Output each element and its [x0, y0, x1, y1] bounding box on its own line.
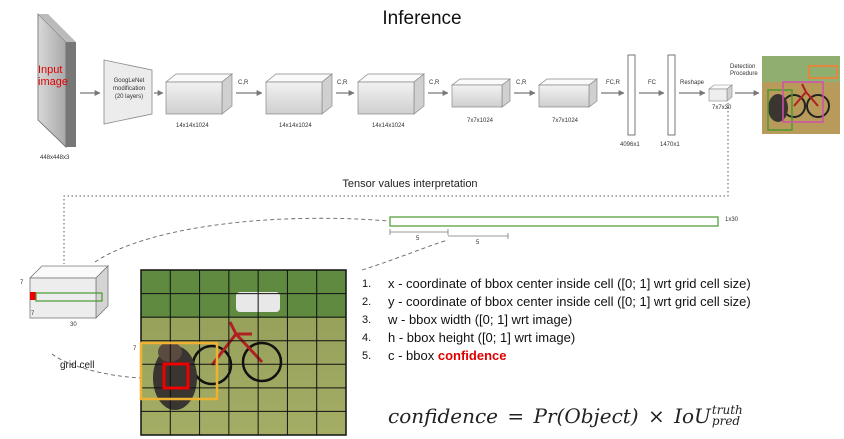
detection-result-image [762, 56, 840, 134]
arrow-label-2: C,R [337, 80, 348, 86]
formula-times: × [647, 404, 665, 428]
input-image-label: Input image [38, 64, 68, 88]
arrow-label-5: FC,R [606, 80, 620, 86]
layer-box-1 [165, 73, 233, 115]
formula-pr: Pr(Object) [533, 404, 639, 428]
layer-3-size: 14x14x1024 [372, 123, 405, 129]
formula-sub: pred [711, 413, 741, 428]
list-item: 3. w - bbox width ([0; 1] wrt image) [362, 312, 802, 328]
layer-2-size: 14x14x1024 [279, 123, 312, 129]
formula-iou: IoU [674, 404, 711, 428]
tensor-interpretation-title: Tensor values interpretation [342, 178, 478, 190]
list-number: 1. [362, 278, 372, 290]
list-text: y - coordinate of bbox center inside cel… [388, 294, 751, 309]
yellow-bbox [139, 341, 219, 401]
conv-layer-boxes [165, 73, 599, 115]
googlenet-label: GoogLeNet modification (20 layers) [112, 78, 145, 100]
fc-bar-4096 [627, 54, 636, 136]
layer-5-size: 7x7x1024 [552, 118, 579, 124]
grid-cell-label: grid cell [60, 360, 95, 371]
vector-1x30 [389, 216, 719, 239]
output-size: 7x7x30 [712, 105, 732, 111]
arrow-label-4: C,R [516, 80, 527, 86]
list-text: x - coordinate of bbox center inside cel… [388, 276, 751, 291]
arrow-label-7: Reshape [680, 80, 705, 86]
layer-4-size: 7x7x1024 [467, 118, 494, 124]
list-text: w - bbox width ([0; 1] wrt image) [388, 312, 573, 327]
list-item: 1. x - coordinate of bbox center inside … [362, 276, 802, 292]
red-grid-cell [162, 362, 190, 390]
vector-size-label: 1x30 [725, 217, 739, 223]
tensor-box-small [29, 265, 109, 319]
layer-box-5 [537, 78, 599, 108]
arrow-label-1: C,R [238, 80, 249, 86]
tensor-small-h: 7 [20, 280, 24, 286]
grid-size-label: 7 [133, 346, 137, 352]
input-size-label: 448x448x3 [40, 155, 70, 161]
list-item: 4. h - bbox height ([0; 1] wrt image) [362, 330, 802, 346]
input-image-slab [37, 13, 76, 148]
vector-seg1-label: 5 [416, 236, 420, 242]
fc-1-size: 4096x1 [620, 142, 640, 148]
fc-layers [627, 54, 676, 136]
googlenet-block [103, 59, 153, 125]
arrow-label-6: FC [648, 80, 656, 86]
layer-box-2 [265, 73, 333, 115]
fc-bar-1470 [667, 54, 676, 136]
formula-lhs: confidence [388, 404, 499, 428]
tensor-values-list: 1. x - coordinate of bbox center inside … [362, 276, 802, 366]
detection-procedure-label: Detection Procedure [730, 64, 758, 77]
dotted-connectors [63, 103, 729, 264]
list-item: 5. c - bbox confidence [362, 348, 802, 364]
confidence-highlight: confidence [437, 348, 507, 363]
arrow-label-3: C,R [429, 80, 440, 86]
list-number: 2. [362, 296, 372, 308]
formula-sup: truth [711, 402, 743, 417]
list-number: 3. [362, 314, 372, 326]
list-item: 2. y - coordinate of bbox center inside … [362, 294, 802, 310]
layer-box-4 [450, 78, 512, 108]
list-number: 4. [362, 332, 372, 344]
formula-equals: = [507, 404, 525, 428]
tensor-small-w: 7 [31, 311, 35, 317]
vector-seg2-label: 5 [476, 240, 480, 246]
list-number: 5. [362, 350, 372, 362]
tensor-small-d: 30 [70, 322, 77, 328]
list-text: h - bbox height ([0; 1] wrt image) [388, 330, 576, 345]
grid-image [141, 270, 346, 435]
layer-box-3 [357, 73, 425, 115]
output-tensor-box [708, 84, 733, 102]
fc-2-size: 1470x1 [660, 142, 680, 148]
layer-1-size: 14x14x1024 [176, 123, 209, 129]
diagram-title: Inference [382, 8, 462, 29]
list-text: c - bbox [388, 348, 438, 363]
